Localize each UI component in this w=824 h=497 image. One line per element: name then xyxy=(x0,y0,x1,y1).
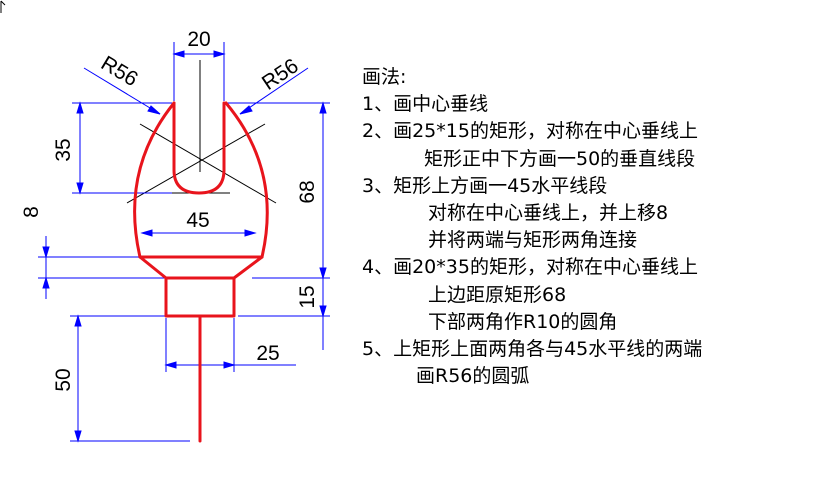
dim-label-8: 8 xyxy=(20,206,43,218)
dimension-lines xyxy=(38,42,330,443)
radius-leader-left xyxy=(83,67,161,115)
arrowhead xyxy=(319,101,327,114)
arrowhead xyxy=(140,229,153,237)
instruction-line: 5、上矩形上面两角各与45水平线的两端 xyxy=(362,338,703,361)
instruction-line: 矩形正中下方画一50的垂直线段 xyxy=(424,147,696,170)
instruction-line: 对称在中心垂线上，并上移8 xyxy=(428,202,669,225)
part-outline xyxy=(133,101,269,443)
radius-leader-right xyxy=(239,67,309,115)
instruction-line: 2、画25*15的矩形，对称在中心垂线上 xyxy=(362,120,698,143)
arrowhead xyxy=(239,105,253,115)
arrowhead xyxy=(42,276,50,289)
arrowhead xyxy=(319,305,327,318)
cursor-mark xyxy=(0,0,6,13)
diagonal-construction-line xyxy=(126,123,266,204)
instruction-line: 下部两角作R10的圆角 xyxy=(428,310,618,333)
r56-arc-right xyxy=(224,101,269,259)
dim-label-r56-left: R56 xyxy=(97,52,142,92)
arrowhead xyxy=(319,267,327,280)
arrowhead xyxy=(74,430,82,443)
instruction-line: 画R56的圆弧 xyxy=(416,365,530,388)
dim-label-68: 68 xyxy=(296,180,319,203)
arrowhead xyxy=(76,101,84,114)
lower-rectangle xyxy=(164,276,236,318)
arrowhead xyxy=(42,246,50,259)
dim-label-50: 50 xyxy=(52,368,75,391)
dim-label-r56-right: R56 xyxy=(258,54,303,95)
arrowhead xyxy=(213,50,226,58)
arrowhead xyxy=(147,105,161,115)
upper-slot xyxy=(172,101,226,195)
dim-label-35: 35 xyxy=(52,138,75,161)
arrowhead xyxy=(74,314,82,327)
instruction-line: 3、矩形上方画一45水平线段 xyxy=(362,174,608,197)
arrowhead xyxy=(172,50,185,58)
cad-drawing: 20 R56 R56 35 8 45 68 15 25 50 xyxy=(20,28,330,443)
instruction-line: 上边距原矩形68 xyxy=(428,283,567,306)
arrowhead xyxy=(223,361,236,369)
arrowhead xyxy=(244,229,257,237)
dim-label-15: 15 xyxy=(296,285,319,308)
arrowhead xyxy=(164,361,177,369)
construction-lines xyxy=(126,60,277,204)
instruction-line: 4、画20*35的矩形，对称在中心垂线上 xyxy=(362,256,698,279)
r56-arc-left xyxy=(133,101,176,259)
connector-right xyxy=(232,255,264,280)
dim-label-25: 25 xyxy=(256,342,279,365)
instruction-line: 1、画中心垂线 xyxy=(362,93,489,116)
diagonal-construction-line xyxy=(139,123,277,204)
instructions-title: 画法: xyxy=(362,66,407,88)
dim-label-20: 20 xyxy=(187,28,210,51)
connector-left xyxy=(138,255,168,280)
instruction-line: 并将两端与矩形两角连接 xyxy=(428,229,638,252)
arrowhead xyxy=(76,182,84,195)
dim-label-45: 45 xyxy=(186,209,209,232)
drawing-instructions: 画法: 1、画中心垂线 2、画25*15的矩形，对称在中心垂线上 矩形正中下方画… xyxy=(362,64,702,390)
